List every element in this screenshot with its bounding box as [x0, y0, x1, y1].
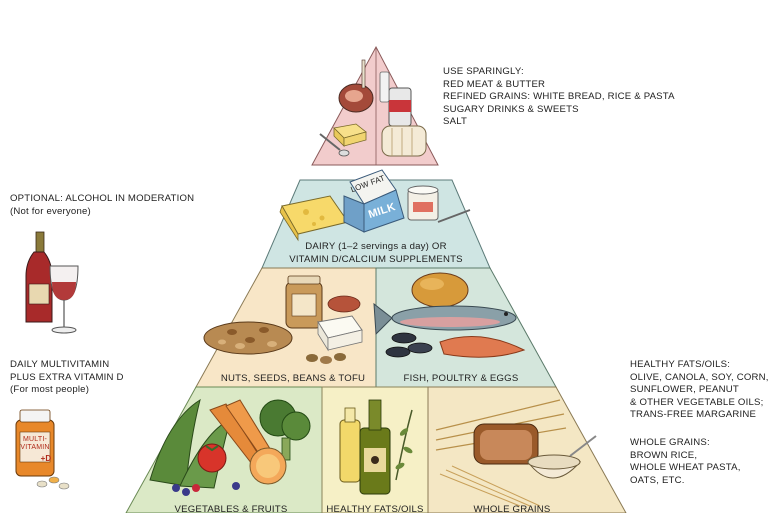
- alcohol-note: OPTIONAL: ALCOHOL IN MODERATION (Not for…: [10, 193, 194, 218]
- use-sparingly-item: REFINED GRAINS: WHITE BREAD, RICE & PAST…: [443, 91, 675, 103]
- vitamin-note-line: PLUS EXTRA VITAMIN D: [10, 371, 124, 383]
- broccoli-illustration: [259, 399, 311, 461]
- meat-illustration: [338, 59, 374, 113]
- mussels-illustration: [385, 332, 433, 358]
- healthy-fats-line: & OTHER VEGETABLE OILS;: [630, 396, 764, 408]
- nuts-tier-label: NUTS, SEEDS, BEANS & TOFU: [220, 373, 366, 384]
- berries-illustration: [172, 482, 240, 496]
- nuts-pile-illustration: [203, 321, 293, 355]
- healthy-fats-note: HEALTHY FATS/OILS: OLIVE, CANOLA, SOY, C…: [630, 359, 769, 422]
- butter-illustration: [333, 123, 367, 147]
- use-sparingly-item: SALT: [443, 116, 468, 128]
- vitamin-note: DAILY MULTIVITAMIN PLUS EXTRA VITAMIN D …: [10, 359, 124, 397]
- peanut-butter-jar-illustration: [285, 275, 323, 329]
- whole-grains-heading: WHOLE GRAINS:: [630, 437, 710, 448]
- whole-grain-bread-illustration: [473, 423, 539, 465]
- whole-grains-tier-label: WHOLE GRAINS: [473, 504, 551, 515]
- dairy-tier-label-line: DAIRY (1–2 servings a day) OR: [305, 241, 447, 252]
- healthy-fats-line: TRANS-FREE MARGARINE: [630, 409, 757, 421]
- dairy-tier-label: DAIRY (1–2 servings a day) OR VITAMIN D/…: [262, 241, 490, 266]
- alcohol-note-heading: OPTIONAL: ALCOHOL IN MODERATION: [10, 193, 195, 204]
- olive-branch-illustration: [395, 409, 413, 481]
- use-sparingly-note: USE SPARINGLY: RED MEAT & BUTTER REFINED…: [443, 66, 675, 129]
- whole-grains-note: WHOLE GRAINS: BROWN RICE, WHOLE WHEAT PA…: [630, 437, 741, 487]
- use-sparingly-heading: USE SPARINGLY:: [443, 66, 524, 77]
- dairy-tier-label-line: VITAMIN D/CALCIUM SUPPLEMENTS: [289, 253, 463, 265]
- vegetables-tier-label: VEGETABLES & FRUITS: [174, 504, 288, 515]
- whole-grains-line: BROWN RICE,: [630, 449, 698, 461]
- yogurt-cup-illustration: [407, 185, 471, 223]
- use-sparingly-item: RED MEAT & BUTTER: [443, 78, 546, 90]
- healthy-fats-line: OLIVE, CANOLA, SOY, CORN,: [630, 371, 769, 383]
- beans-illustration: [306, 353, 346, 364]
- use-sparingly-item: SUGARY DRINKS & SWEETS: [443, 103, 579, 115]
- vitamin-bottle-d-label: +D: [40, 454, 52, 463]
- spoon-illustration: [319, 133, 350, 157]
- healthy-fats-heading: HEALTHY FATS/OILS:: [630, 359, 731, 370]
- vegetable-oil-bottle-illustration: [339, 407, 361, 483]
- tofu-illustration: [317, 295, 363, 352]
- healthy-fats-tier-label: HEALTHY FATS/OILS: [326, 504, 424, 515]
- wine-bottle-illustration: [25, 231, 53, 323]
- alcohol-note-sub: (Not for everyone): [10, 205, 91, 217]
- healthy-fats-line: SUNFLOWER, PEANUT: [630, 384, 739, 396]
- white-bread-illustration: [381, 125, 427, 157]
- vitamin-bottle-label: MULTI-VITAMIN: [20, 436, 50, 451]
- olive-oil-bottle-illustration: [359, 399, 391, 495]
- soda-can-illustration: [379, 71, 412, 127]
- salmon-fillet-illustration: [439, 336, 526, 358]
- milk-carton-illustration: [343, 169, 405, 233]
- wine-glass-illustration: [49, 265, 79, 334]
- melon-illustration: [249, 447, 287, 485]
- vitamin-note-sub: (For most people): [10, 384, 90, 396]
- roast-chicken-illustration: [411, 272, 469, 308]
- tomato-illustration: [197, 443, 227, 473]
- rice-bowl-illustration: [526, 435, 597, 479]
- whole-grains-line: WHOLE WHEAT PASTA,: [630, 462, 741, 474]
- vitamin-pills-illustration: [36, 476, 70, 490]
- vitamin-note-line: DAILY MULTIVITAMIN: [10, 359, 110, 370]
- fish-tier-label: FISH, POULTRY & EGGS: [403, 373, 519, 384]
- whole-grains-line: OATS, ETC.: [630, 474, 685, 486]
- vitamin-bottle-illustration: [15, 409, 55, 477]
- fish-illustration: [373, 302, 517, 336]
